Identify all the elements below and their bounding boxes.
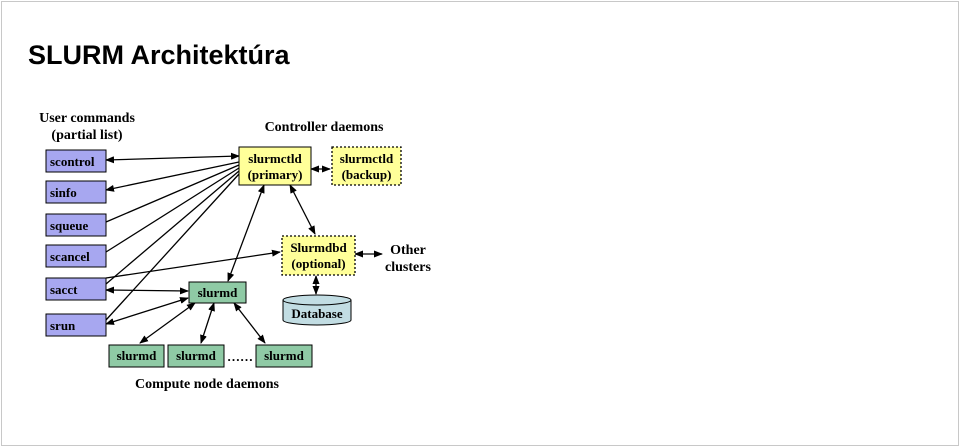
line-sacct-controller <box>105 170 240 285</box>
user-command-scancel: scancel <box>45 244 107 268</box>
arrow-sinfo-controller <box>105 161 240 192</box>
slurmd-node-3: slurmd <box>255 344 313 368</box>
svg-text:squeue: squeue <box>50 218 89 233</box>
database-cylinder: Database <box>282 294 352 326</box>
svg-text:(primary): (primary) <box>248 167 303 182</box>
arrow-slurmd-node2 <box>200 302 215 344</box>
svg-text:Controller daemons: Controller daemons <box>265 120 384 135</box>
svg-text:srun: srun <box>50 318 76 333</box>
svg-text:slurmd: slurmd <box>264 348 305 363</box>
user-command-sinfo: sinfo <box>45 180 107 204</box>
user-command-srun: srun <box>45 313 107 337</box>
other-clusters-label: Other clusters <box>385 243 431 275</box>
svg-text:Compute node daemons: Compute node daemons <box>135 377 279 392</box>
svg-text:(backup): (backup) <box>342 167 392 182</box>
svg-text:slurmd: slurmd <box>198 285 239 300</box>
svg-text:……: …… <box>227 349 253 364</box>
user-command-squeue: squeue <box>45 213 107 237</box>
svg-text:slurmd: slurmd <box>176 348 217 363</box>
arrow-sacct-slurmd <box>105 286 189 295</box>
user-commands-heading: User commands (partial list) <box>39 111 135 143</box>
svg-text:Database: Database <box>291 306 343 321</box>
slurmctld-primary: slurmctld (primary) <box>238 146 312 186</box>
svg-text:slurmctld: slurmctld <box>340 151 394 166</box>
svg-text:slurmd: slurmd <box>117 348 158 363</box>
svg-text:sacct: sacct <box>50 282 78 297</box>
svg-text:clusters: clusters <box>385 260 431 275</box>
connectors <box>105 152 383 344</box>
svg-text:slurmctld: slurmctld <box>248 151 302 166</box>
slurmdbd-optional: Slurmdbd (optional) <box>281 235 356 276</box>
compute-nodes-ellipsis: …… <box>227 349 253 364</box>
arrow-controller-slurmd <box>227 184 265 282</box>
svg-text:scancel: scancel <box>50 249 90 264</box>
line-srun-controller <box>105 173 240 321</box>
arrow-scontrol-controller <box>105 152 240 164</box>
svg-text:sinfo: sinfo <box>50 185 77 200</box>
slurmd-central: slurmd <box>188 281 247 304</box>
user-command-scontrol: scontrol <box>45 149 107 173</box>
arrow-scancel-slurmdbd <box>105 249 281 279</box>
svg-text:Slurmdbd: Slurmdbd <box>290 240 347 255</box>
controller-daemons-heading: Controller daemons <box>265 120 384 135</box>
arrow-slurmd-node1 <box>139 302 196 344</box>
line-scancel-controller <box>105 167 240 253</box>
svg-text:(optional): (optional) <box>291 256 345 271</box>
slurmd-node-2: slurmd <box>167 344 225 368</box>
slide-title: SLURM Architektúra <box>28 40 290 70</box>
compute-node-daemons-heading: Compute node daemons <box>135 377 279 392</box>
svg-text:scontrol: scontrol <box>50 154 95 169</box>
slurmd-node-1: slurmd <box>108 344 165 368</box>
line-squeue-controller <box>105 164 240 223</box>
svg-text:User commands: User commands <box>39 111 135 126</box>
user-command-sacct: sacct <box>45 277 107 301</box>
svg-text:(partial list): (partial list) <box>51 128 122 143</box>
slurmctld-backup: slurmctld (backup) <box>331 146 402 186</box>
svg-text:Other: Other <box>390 243 426 258</box>
arrow-controller-slurmdbd <box>289 184 316 235</box>
arrow-slurmd-node3 <box>233 302 266 344</box>
arrow-srun-slurmd <box>105 297 189 325</box>
